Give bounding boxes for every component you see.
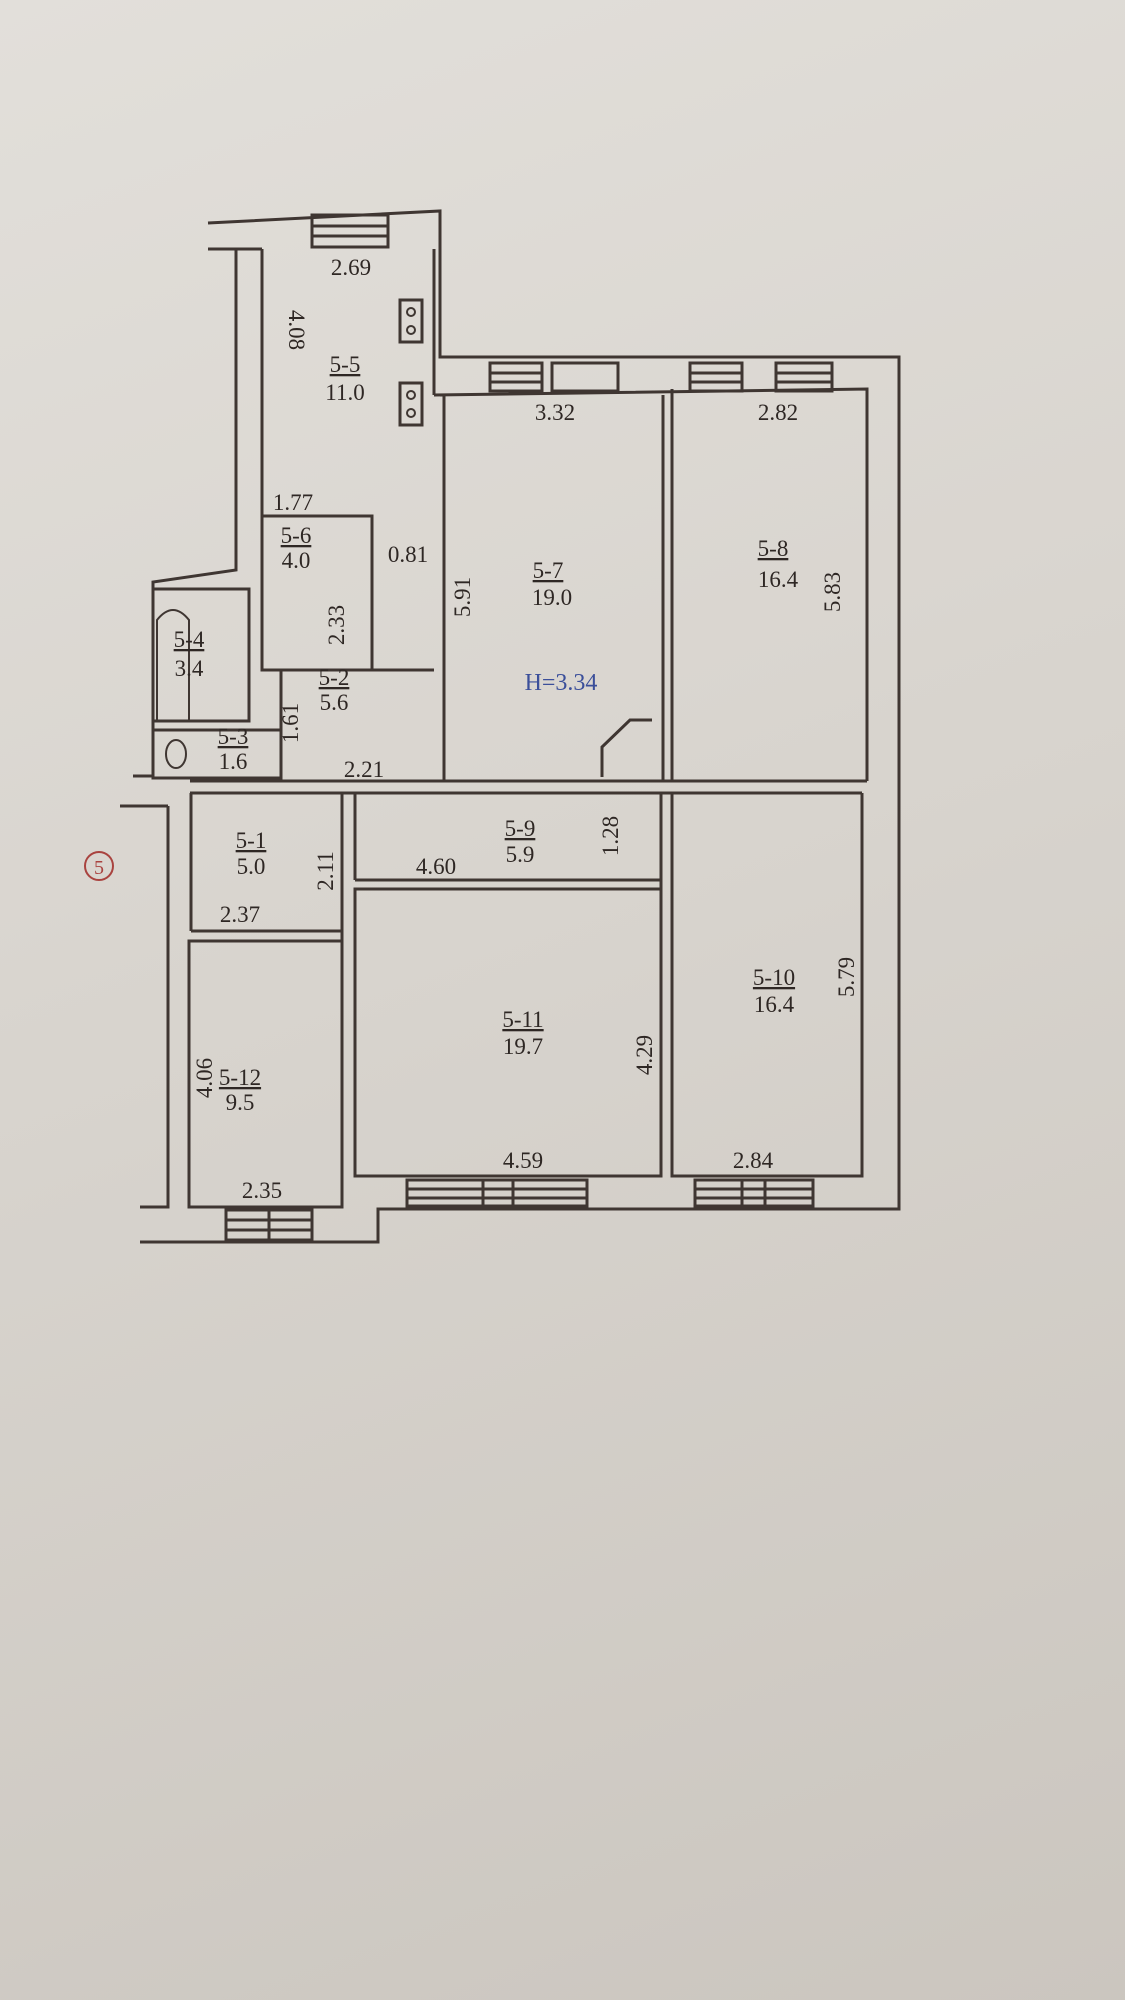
- dimension: 5.83: [820, 572, 845, 612]
- dimension-labels: 2.69 4.08 3.32 2.82 1.77 0.81 2.33 5.91 …: [192, 255, 859, 1203]
- room-id: 5-9: [505, 816, 536, 841]
- room-id: 5-4: [174, 627, 205, 652]
- dimension: 0.81: [388, 542, 428, 567]
- dimension: 4.08: [284, 310, 309, 350]
- dimension: 2.33: [324, 605, 349, 645]
- room-area: 5.0: [237, 854, 266, 879]
- dimension: 2.11: [313, 851, 338, 890]
- room-id: 5-6: [281, 523, 312, 548]
- room-area: 9.5: [226, 1090, 255, 1115]
- room-area: 16.4: [758, 567, 799, 592]
- room-area: 19.7: [503, 1034, 543, 1059]
- walls: [120, 209, 901, 1244]
- room-area: 1.6: [219, 749, 248, 774]
- room-area: 16.4: [754, 992, 795, 1017]
- room-id: 5-2: [319, 665, 350, 690]
- room-id: 5-1: [236, 828, 267, 853]
- dimension: 5.91: [450, 577, 475, 617]
- dimension: 4.29: [632, 1035, 657, 1075]
- room-id: 5-5: [330, 352, 361, 377]
- ceiling-height: H=3.34: [525, 670, 598, 696]
- dimension: 2.21: [344, 757, 384, 782]
- room-id: 5-10: [753, 965, 795, 990]
- section-marker-label: 5: [94, 857, 104, 879]
- dimension: 2.35: [242, 1178, 282, 1203]
- room-id: 5-11: [502, 1007, 543, 1032]
- dimension: 2.37: [220, 902, 260, 927]
- dimension: 4.60: [416, 854, 456, 879]
- dimension: 4.06: [192, 1058, 217, 1098]
- dimension: 3.32: [535, 400, 575, 425]
- dimension: 2.84: [733, 1148, 774, 1173]
- room-area: 5.6: [320, 690, 349, 715]
- dimension: 2.69: [331, 255, 371, 280]
- dimension: 1.28: [598, 816, 623, 856]
- dimension: 1.77: [273, 490, 313, 515]
- room-area: 19.0: [532, 585, 572, 610]
- room-area: 4.0: [282, 548, 311, 573]
- room-id: 5-12: [219, 1065, 261, 1090]
- section-marker: [84, 851, 114, 881]
- bathtub-icon: [156, 609, 190, 720]
- room-id: 5-8: [758, 536, 789, 561]
- room-id: 5-3: [218, 724, 249, 749]
- dimension: 1.61: [278, 703, 303, 743]
- windows: [224, 213, 834, 1242]
- room-area: 5.9: [506, 842, 535, 867]
- dimension: 4.59: [503, 1148, 543, 1173]
- room-area: 3.4: [175, 656, 204, 681]
- toilet-icon: [165, 739, 187, 769]
- room-id: 5-7: [533, 558, 564, 583]
- stove-icon: [398, 298, 424, 427]
- room-labels: 5-43.4 5-31.6 5-511.0 5-64.0 5-25.6 5-71…: [174, 352, 799, 1115]
- dimension: 2.82: [758, 400, 798, 425]
- room-area: 11.0: [325, 380, 364, 405]
- dimension: 5.79: [834, 957, 859, 997]
